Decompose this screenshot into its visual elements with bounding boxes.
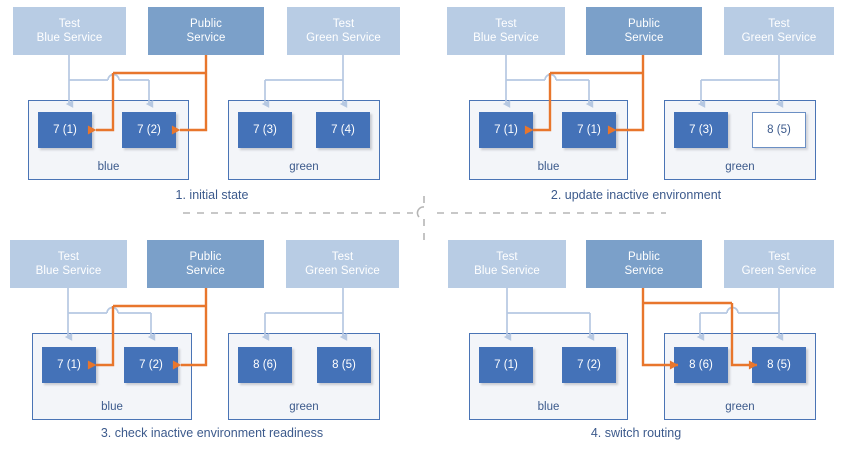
instance-label: 7 (3) — [253, 124, 277, 136]
instance-box: 7 (1) — [562, 112, 616, 148]
instance-box: 7 (3) — [674, 112, 728, 148]
instance-box: 7 (2) — [122, 112, 176, 148]
instance-box: 8 (6) — [238, 347, 292, 383]
instance-label: 7 (1) — [577, 124, 601, 136]
instance-box: 8 (5) — [752, 112, 806, 148]
instance-label: 8 (5) — [767, 124, 791, 136]
panel-caption: 1. initial state — [175, 188, 249, 202]
environment-label: green — [725, 161, 755, 173]
environment-label: blue — [101, 401, 123, 413]
instance-box: 7 (3) — [238, 112, 292, 148]
instance-label: 8 (5) — [332, 359, 356, 371]
instance-label: 7 (1) — [494, 359, 518, 371]
instance-box: 8 (5) — [752, 347, 806, 383]
panel-caption: 4. switch routing — [590, 426, 682, 440]
instance-label: 7 (2) — [577, 359, 601, 371]
instance-box: 7 (2) — [562, 347, 616, 383]
environment-label: green — [289, 161, 319, 173]
instance-box: 8 (6) — [674, 347, 728, 383]
panel-caption: 2. update inactive environment — [550, 188, 722, 202]
instance-box: 7 (1) — [42, 347, 96, 383]
instance-box: 7 (2) — [124, 347, 178, 383]
instance-box: 8 (5) — [317, 347, 371, 383]
panel-caption: 3. check inactive environment readiness — [100, 426, 324, 440]
environment-label: blue — [537, 161, 560, 173]
instance-label: 8 (5) — [767, 359, 791, 371]
instance-box: 7 (1) — [479, 347, 533, 383]
instance-label: 7 (1) — [53, 124, 77, 136]
environment-label: green — [289, 401, 319, 413]
instance-label: 7 (1) — [494, 124, 518, 136]
instance-label: 8 (6) — [253, 359, 277, 371]
instance-box: 7 (1) — [479, 112, 533, 148]
instance-label: 7 (2) — [139, 359, 163, 371]
instance-label: 7 (4) — [331, 124, 355, 136]
environment-label: blue — [97, 161, 120, 173]
instance-label: 8 (6) — [689, 359, 713, 371]
environment-label: blue — [537, 401, 560, 413]
instance-label: 7 (3) — [689, 124, 713, 136]
instance-box: 7 (4) — [316, 112, 370, 148]
instance-label: 7 (2) — [137, 124, 161, 136]
instance-label: 7 (1) — [57, 359, 81, 371]
environment-label: green — [725, 401, 755, 413]
instance-box: 7 (1) — [38, 112, 92, 148]
